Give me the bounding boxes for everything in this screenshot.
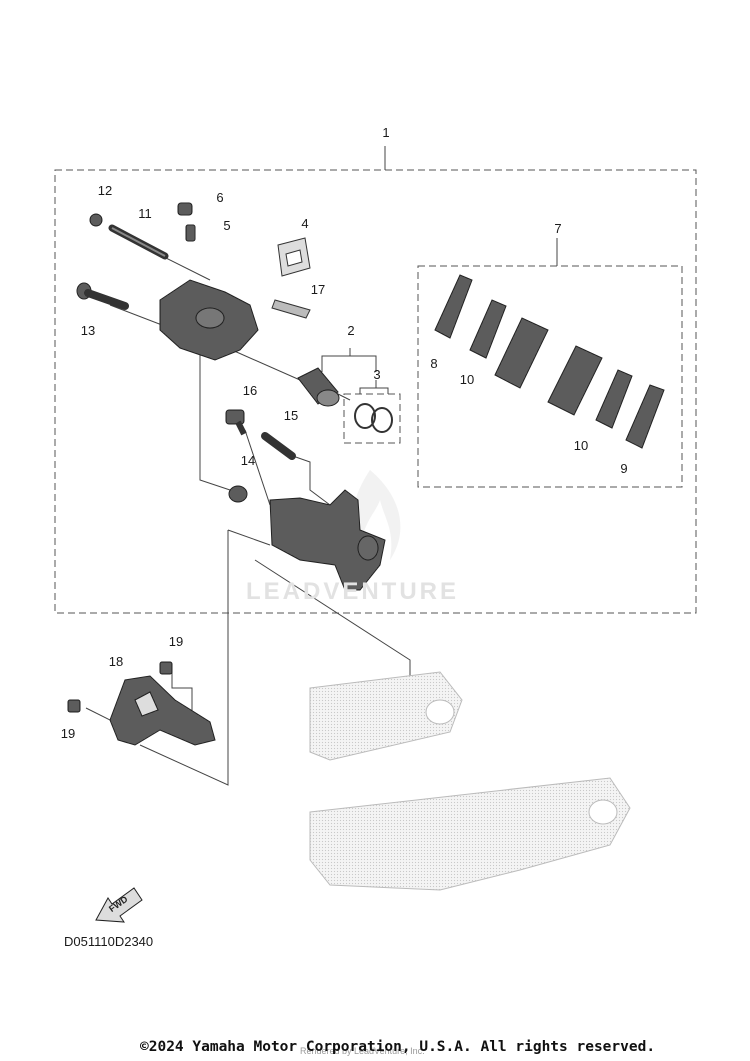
- part-12-cap: [89, 213, 103, 227]
- callout-5: 5: [223, 218, 231, 233]
- part-14-boot: [228, 485, 248, 503]
- part-19-bolt-a: [159, 661, 173, 675]
- callout-10-a: 10: [459, 372, 475, 387]
- part-11-pin: [108, 224, 169, 260]
- callout-15: 15: [283, 408, 299, 423]
- callout-19-a: 19: [168, 634, 184, 649]
- callout-17: 17: [310, 282, 326, 297]
- watermark-logo: [352, 470, 401, 560]
- part-5-bleed-screw: [185, 224, 196, 242]
- part-2-piston: [297, 367, 340, 407]
- rendered-by: Rendered by LeadVenture, Inc.: [300, 1046, 425, 1056]
- callout-7: 7: [554, 221, 562, 236]
- part-10-shim-b: [595, 369, 633, 429]
- swingarm-upper: [309, 671, 463, 761]
- callout-11: 11: [138, 206, 152, 221]
- part-13-bolt: [76, 282, 129, 310]
- part-caliper-bracket: [269, 489, 386, 591]
- part-17-pad-support: [271, 299, 311, 319]
- diagram-code: D051110D2340: [64, 934, 154, 949]
- callout-9: 9: [620, 461, 628, 476]
- fwd-arrow-icon: [95, 887, 143, 923]
- callout-12: 12: [97, 183, 113, 198]
- part-16-bolt: [225, 409, 247, 436]
- callout-3: 3: [373, 367, 381, 382]
- part-15-pin: [261, 432, 296, 460]
- callout-1: 1: [382, 125, 390, 140]
- part-4-pad-spring: [277, 237, 311, 277]
- callout-19-b: 19: [60, 726, 76, 741]
- part-pad-a: [494, 317, 549, 389]
- part-pad-b: [547, 345, 603, 416]
- part-19-bolt-b: [67, 699, 81, 713]
- part-8-pad: [434, 274, 473, 339]
- callout-13: 13: [80, 323, 96, 338]
- part-caliper-body: [159, 279, 259, 361]
- callout-2: 2: [347, 323, 355, 338]
- callout-10-b: 10: [573, 438, 589, 453]
- watermark-text: LEADVENTURE: [246, 578, 460, 605]
- callout-8: 8: [430, 356, 438, 371]
- part-9-pad: [625, 384, 665, 449]
- callout-16: 16: [242, 383, 258, 398]
- callout-18: 18: [108, 654, 124, 669]
- part-6-bleed-cap: [177, 202, 193, 216]
- copyright-notice: ©2024 Yamaha Motor Corporation, U.S.A. A…: [140, 1039, 656, 1055]
- callout-4: 4: [301, 216, 309, 231]
- part-3-seal-kit: [354, 403, 393, 433]
- assembly-1-frame: [54, 169, 697, 614]
- swingarm-lower: [309, 777, 631, 891]
- callout-6: 6: [216, 190, 224, 205]
- part-18-hose-bracket: [109, 675, 216, 746]
- part-10-shim-a: [469, 299, 507, 359]
- callout-14: 14: [240, 453, 256, 468]
